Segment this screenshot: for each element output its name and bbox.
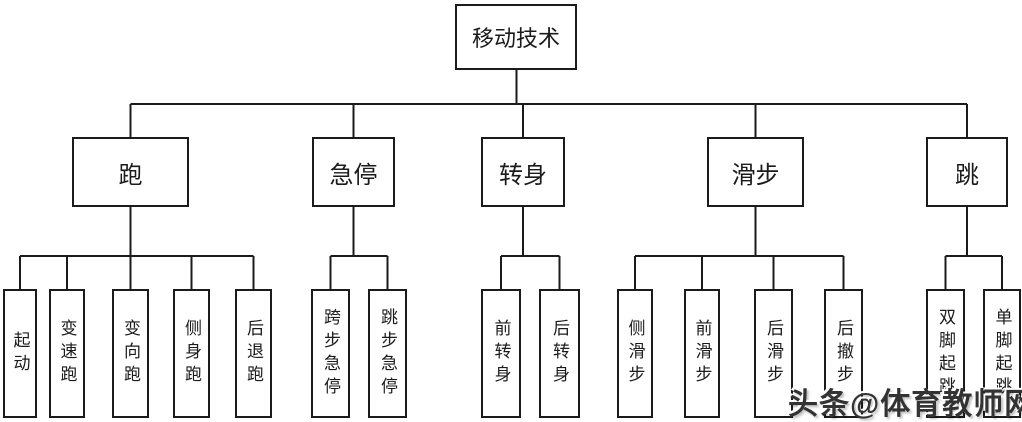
node-label: 后退跑 <box>244 319 263 388</box>
node-label: 侧身跑 <box>182 319 201 388</box>
node-label: 急停 <box>329 161 378 189</box>
node-root-movement-technique: 移动技术 <box>455 4 577 70</box>
leaf-start: 起动 <box>3 289 37 418</box>
node-label: 起动 <box>10 330 30 377</box>
leaf-jump-stop: 跳步急停 <box>368 289 407 418</box>
node-label: 跑 <box>118 161 143 189</box>
node-label: 单脚起跳 <box>992 307 1012 400</box>
leaf-back-turn: 后转身 <box>539 289 580 418</box>
node-label: 后转身 <box>550 319 569 388</box>
leaf-front-turn: 前转身 <box>481 289 521 418</box>
leaf-variable-speed-run: 变速跑 <box>49 289 85 418</box>
leaf-backward-run: 后退跑 <box>235 289 272 418</box>
node-label: 移动技术 <box>471 26 560 51</box>
leaf-side-slide-step: 侧滑步 <box>617 289 653 418</box>
node-jump: 跳 <box>926 137 1008 207</box>
node-label: 跨步急停 <box>321 307 340 400</box>
node-label: 变向跑 <box>121 319 140 388</box>
leaf-change-direction-run: 变向跑 <box>112 289 149 418</box>
node-label: 后撤步 <box>834 319 853 388</box>
node-label: 侧滑步 <box>625 319 645 388</box>
node-sudden-stop: 急停 <box>312 137 395 207</box>
node-label: 前转身 <box>491 319 511 388</box>
node-label: 转身 <box>499 161 547 189</box>
node-run: 跑 <box>72 137 189 207</box>
leaf-retreat-step: 后撤步 <box>824 289 863 418</box>
leaf-two-foot-takeoff: 双脚起跳 <box>926 289 965 418</box>
leaf-stride-stop: 跨步急停 <box>311 289 350 418</box>
node-label: 跳 <box>955 161 979 189</box>
node-label: 跳步急停 <box>378 307 397 400</box>
node-label: 后滑步 <box>764 319 783 388</box>
node-turn: 转身 <box>481 137 565 207</box>
leaf-front-slide-step: 前滑步 <box>684 289 720 418</box>
node-label: 滑步 <box>731 161 780 189</box>
leaf-sideways-run: 侧身跑 <box>173 289 210 418</box>
leaf-one-foot-takeoff: 单脚起跳 <box>983 289 1021 418</box>
leaf-back-slide-step: 后滑步 <box>754 289 793 418</box>
node-label: 双脚起跳 <box>936 307 955 400</box>
node-label: 变速跑 <box>57 319 77 388</box>
node-label: 前滑步 <box>692 319 712 388</box>
node-slide-step: 滑步 <box>707 137 804 207</box>
watermark-text: 头条@体育教师网 <box>788 388 1022 421</box>
